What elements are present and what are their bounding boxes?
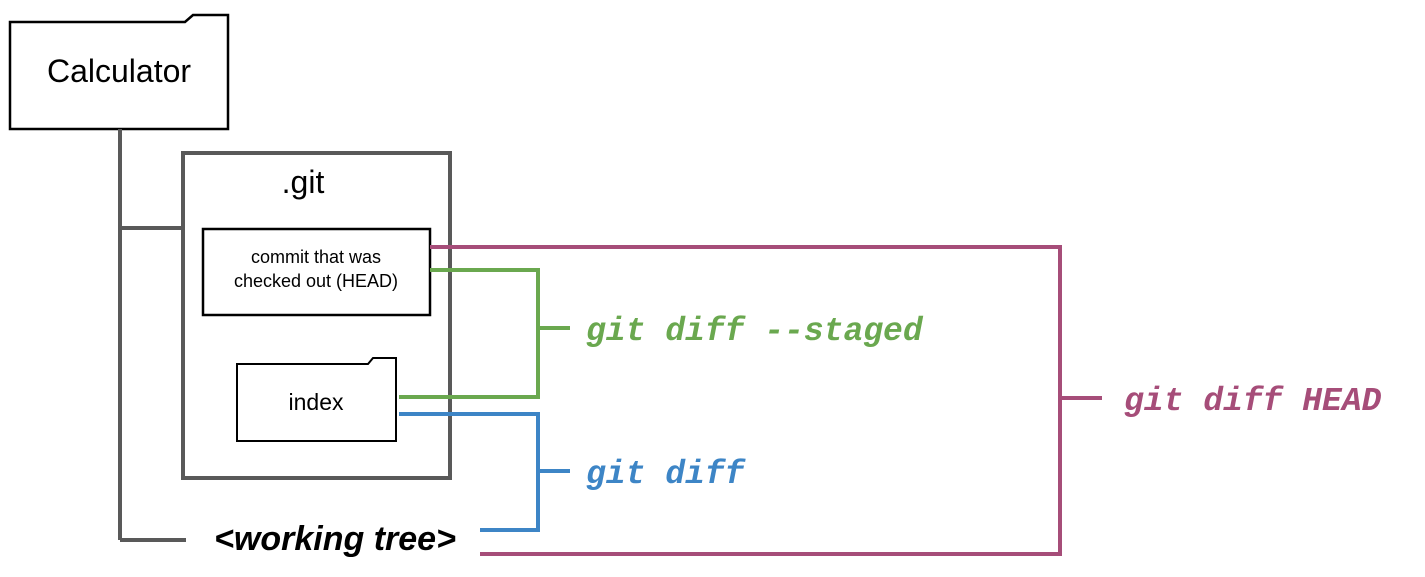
head-command-label: git diff HEAD (1124, 383, 1382, 420)
git-box-border (181, 151, 452, 480)
tree-connectors (118, 129, 186, 542)
calculator-folder-icon (8, 13, 230, 131)
index-label: index (289, 389, 344, 415)
diff-bracket-line (399, 412, 570, 532)
calculator-label: Calculator (47, 53, 191, 89)
head-box-label-line1: commit that was (251, 247, 381, 267)
head-bracket-line (430, 245, 1102, 556)
staged-bracket-line (399, 268, 570, 399)
head-box-label-line2: checked out (HEAD) (234, 271, 398, 291)
head-bracket: git diff HEAD (430, 245, 1382, 556)
staged-command-label: git diff --staged (586, 313, 924, 350)
git-label: .git (282, 164, 325, 200)
diff-bracket: git diff (399, 412, 747, 532)
index-folder-icon (236, 357, 397, 442)
calculator-folder: Calculator (8, 13, 230, 131)
head-commit-box: commit that was checked out (HEAD) (201, 227, 432, 317)
working-tree-label: <working tree> (214, 520, 456, 558)
git-folder-box: .git (181, 151, 452, 480)
index-folder: index (236, 357, 397, 442)
staged-bracket: git diff --staged (399, 268, 924, 399)
diff-command-label: git diff (586, 456, 747, 493)
